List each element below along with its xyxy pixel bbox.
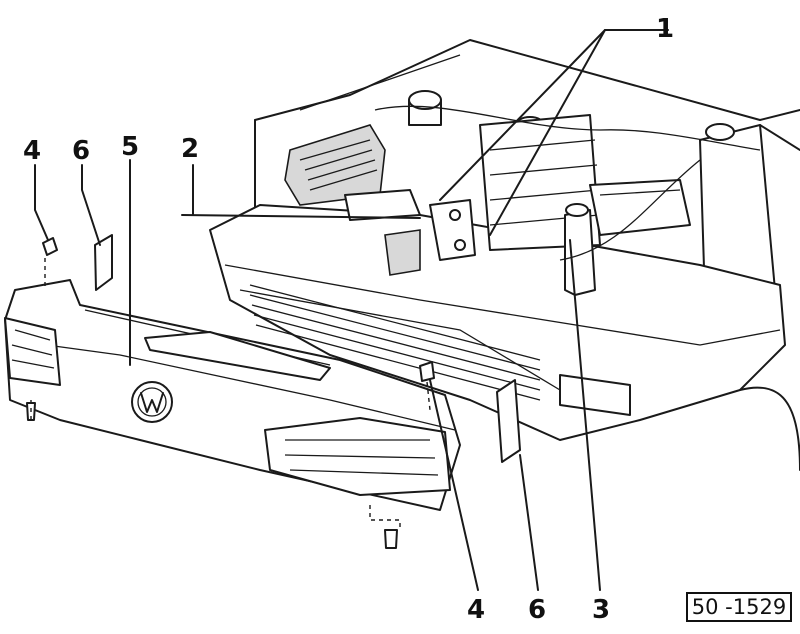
bumper-cover	[4, 279, 461, 511]
clip-left	[42, 237, 58, 290]
screws	[26, 400, 401, 549]
callout-6-bottom: 6	[528, 595, 547, 625]
car-front-body	[209, 39, 800, 471]
bracket-bottom	[496, 379, 521, 463]
callout-3: 3	[592, 595, 611, 625]
figure-reference-code: 50 -1529	[686, 592, 792, 622]
callout-1: 1	[656, 14, 675, 44]
callout-6-left: 6	[72, 136, 91, 166]
callout-5: 5	[121, 132, 140, 162]
clip-bottom	[419, 361, 435, 411]
leader-lines	[34, 29, 669, 591]
callout-2: 2	[181, 134, 200, 164]
engine-bay	[284, 90, 761, 296]
bracket-left	[94, 234, 113, 291]
callout-4-left: 4	[23, 136, 42, 166]
callout-4-bottom: 4	[467, 595, 486, 625]
